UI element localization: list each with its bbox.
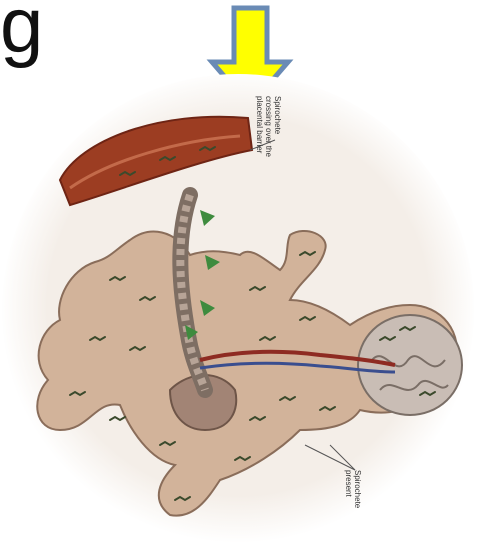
annotation-spirochete-present: Spirochete present <box>344 470 362 508</box>
annotation-line: present <box>344 470 353 508</box>
annotation-line: crossing over the <box>264 96 273 157</box>
congenital-syphilis-illustration <box>0 70 477 543</box>
annotation-line: placental barrier <box>255 96 264 157</box>
annotation-line: Spirochete <box>273 96 282 157</box>
annotation-line: Spirochete <box>353 470 362 508</box>
page-title-fragment: g <box>0 0 44 64</box>
annotation-spirochete-crossing: Spirochete crossing over the placental b… <box>255 96 282 157</box>
